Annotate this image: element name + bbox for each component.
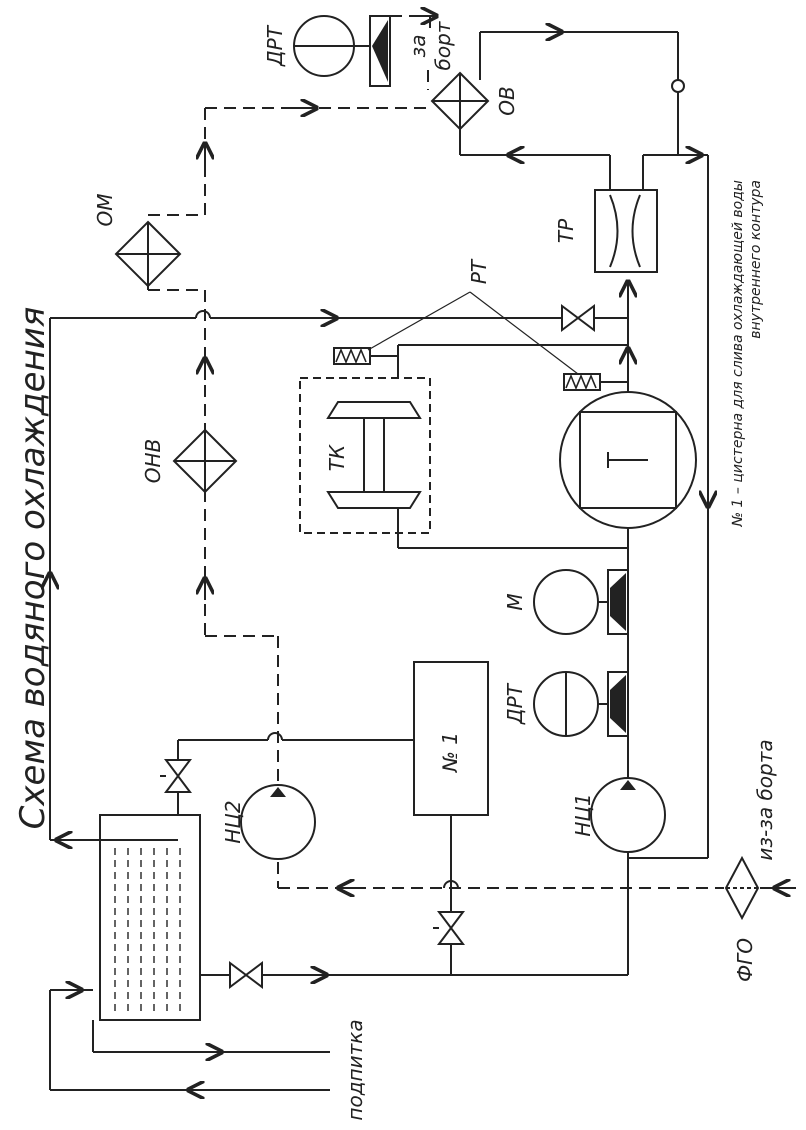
fgo-label: ФГО <box>733 938 757 982</box>
tr-label: ТР <box>554 218 578 243</box>
drt-top-label: ДРТ <box>263 24 287 67</box>
valve-tank-inlet <box>229 961 263 989</box>
charge-air-cooler-onv: ОНВ <box>141 428 238 494</box>
line-crossover <box>443 880 459 889</box>
podpitka-label: подпитка <box>343 1019 367 1120</box>
check-valve <box>671 79 685 93</box>
rt-sensor-upper <box>333 347 398 365</box>
nc2-label: НЦ2 <box>221 800 245 843</box>
iz-za-borta-label: из-за борта <box>753 739 777 860</box>
filter-fgo: ФГО <box>724 855 760 982</box>
drt-top-gauge: ДРТ <box>263 15 391 87</box>
note-line1: № 1 – цистерна для слива охлаждающей вод… <box>730 180 746 527</box>
tank-no1-label: № 1 <box>438 732 462 773</box>
valve-bypass <box>561 304 595 332</box>
om-label: ОМ <box>93 194 117 227</box>
drt-middle-label: ДРТ <box>503 682 527 725</box>
oil-cooler-om: ОМ <box>93 194 182 288</box>
note-line2: внутреннего контура <box>748 180 764 339</box>
turbocharger-tk: ТК <box>299 377 431 534</box>
expansion-tank <box>99 814 201 1021</box>
valve-drain <box>433 911 465 945</box>
drt-middle-gauge: ДРТ <box>503 671 629 737</box>
engine-m: М <box>503 569 629 635</box>
engine-t: Т <box>559 391 697 529</box>
bort-label: борт <box>431 20 455 70</box>
ov-label: ОВ <box>495 86 519 115</box>
rt-leader-lines <box>367 291 579 375</box>
za-label: за <box>406 35 430 58</box>
drain-tank-no1: № 1 <box>413 661 489 816</box>
pump-nc1: НЦ1 <box>571 777 666 853</box>
onv-label: ОНВ <box>141 439 165 484</box>
heat-exchanger-tr: ТР <box>554 189 658 273</box>
m-label: М <box>503 593 527 610</box>
tk-label: ТК <box>325 444 349 471</box>
pump-nc2: НЦ2 <box>221 784 316 860</box>
flow-arrows <box>50 16 796 1090</box>
rt-label: РТ <box>467 258 491 284</box>
water-cooler-ov: ОВ <box>430 71 519 131</box>
diagram-title: Схема водяного охлаждения <box>13 307 53 830</box>
dashed-piping <box>147 15 724 889</box>
nc1-label: НЦ1 <box>571 793 595 836</box>
rt-sensor-lower <box>563 373 628 391</box>
valve-tank-top <box>160 759 192 793</box>
